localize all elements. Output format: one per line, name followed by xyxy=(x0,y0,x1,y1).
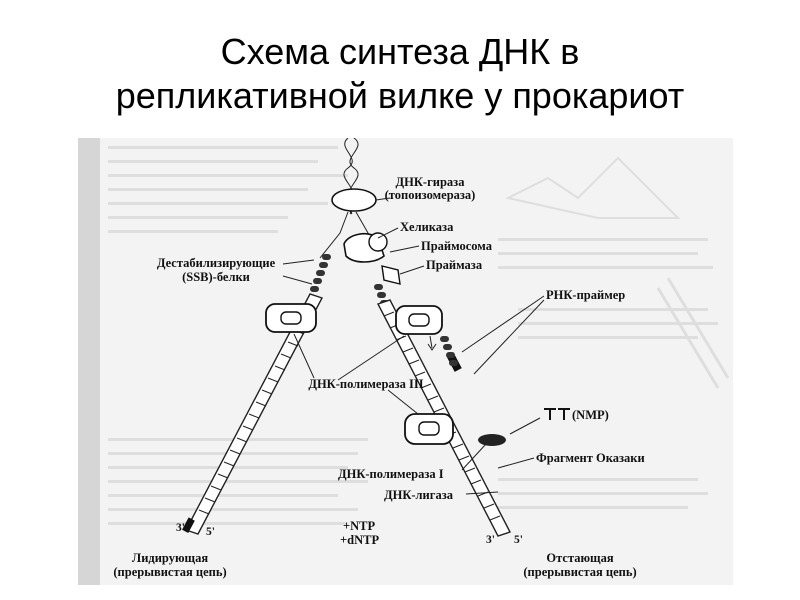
dna-pol-iii-lagging xyxy=(395,305,443,351)
dntp-label: +dNTP xyxy=(340,533,379,547)
nmp-glyph xyxy=(544,408,570,420)
lagging-caption-line-1: Отстающая xyxy=(546,551,613,565)
primosome-label: Праймосома xyxy=(421,239,493,253)
replication-fork-figure: ДНК-гираза (топоизомераза) Хеликаза Прай… xyxy=(78,138,733,585)
pol-iii-pointers xyxy=(293,333,419,415)
slide-title: Схема синтеза ДНК в репликативной вилке … xyxy=(0,30,800,118)
nmp-pointer xyxy=(509,417,541,435)
helicase-label: Хеликаза xyxy=(400,220,454,234)
ligase-pointer xyxy=(465,491,499,495)
pol-i-pointer xyxy=(461,443,487,471)
nmp-label: (NMP) xyxy=(572,408,609,422)
rna-primer-label: РНК-праймер xyxy=(546,288,625,302)
leading-caption-line-2: (прерывистая цепь) xyxy=(113,565,226,579)
primase-pointer xyxy=(399,265,425,275)
okazaki-pointer xyxy=(497,457,535,469)
dna-gyrase-shape xyxy=(331,188,377,212)
ssb-label-line-2: (SSB)-белки xyxy=(182,270,250,284)
gyrase-sublabel: (топоизомераза) xyxy=(385,188,476,202)
ntp-label: +NTP xyxy=(343,519,375,533)
replication-fork-diagram: ДНК-гираза (топоизомераза) Хеликаза Прай… xyxy=(78,138,730,585)
ssb-proteins-lagging xyxy=(440,336,458,366)
rna-primer-pointers xyxy=(461,295,545,375)
leading-3prime-label: 3' xyxy=(176,522,185,534)
lagging-caption-line-2: (прерывистая цепь) xyxy=(523,565,636,579)
primase-label: Праймаза xyxy=(426,258,483,272)
ligase-label: ДНК-лигаза xyxy=(384,488,454,502)
leading-5prime-label: 5' xyxy=(206,526,215,538)
ssb-label-line-1: Дестабилизирующие xyxy=(157,256,276,270)
slide-title-line-1: Схема синтеза ДНК в xyxy=(220,31,580,72)
gyrase-label: ДНК-гираза xyxy=(396,175,466,189)
primase-shape xyxy=(381,265,401,285)
gyrase-pointer xyxy=(375,197,391,201)
leading-strand xyxy=(182,293,324,535)
pol-i-label: ДНК-полимераза I xyxy=(338,467,444,481)
slide-title-line-2: репликативной вилке у прокариот xyxy=(115,75,685,116)
leading-caption-line-1: Лидирующая xyxy=(132,551,208,565)
dna-pol-iii-leading xyxy=(265,303,317,333)
scan-edge-shadow xyxy=(78,138,100,585)
helicase-pointer xyxy=(377,227,399,239)
lagging-3prime-label: 3' xyxy=(486,534,495,546)
primosome-pointer xyxy=(389,245,420,253)
helicase-shape xyxy=(343,232,388,263)
ssb-proteins xyxy=(310,254,389,306)
ssb-pointers xyxy=(282,259,315,285)
okazaki-label: Фрагмент Оказаки xyxy=(536,451,645,465)
dna-pol-iii-free xyxy=(404,413,454,445)
pol-iii-label: ДНК-полимераза III xyxy=(308,377,423,391)
lagging-5prime-label: 5' xyxy=(514,534,523,546)
